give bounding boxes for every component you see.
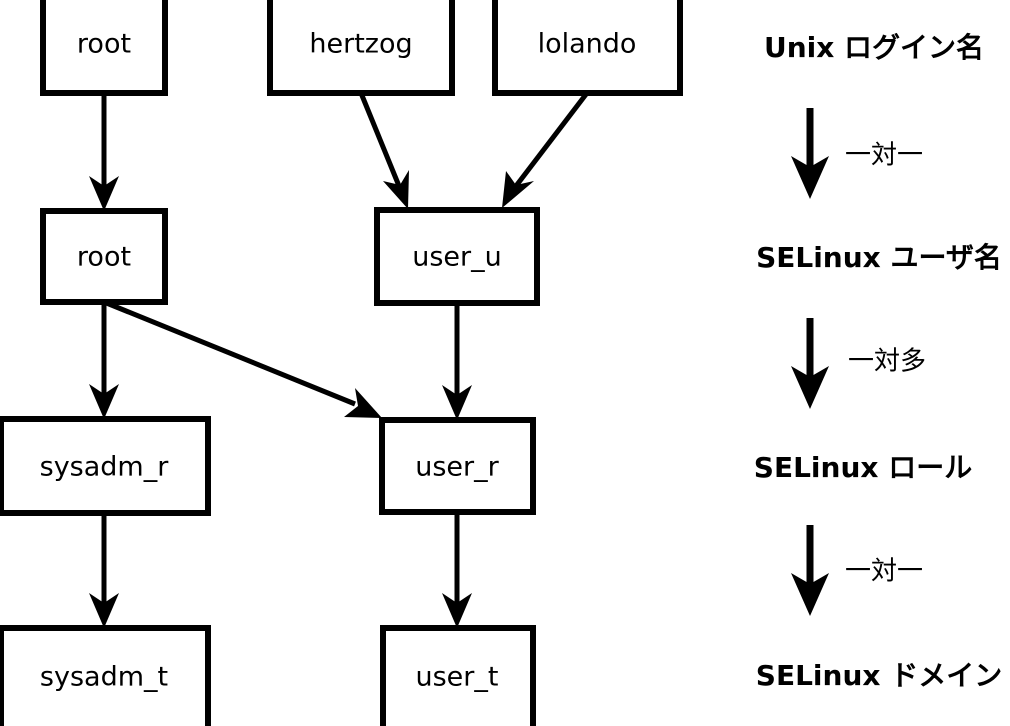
legend-relation-one-to-many: 一対多 (848, 347, 926, 377)
edge-user-r-to-user-t (442, 512, 472, 628)
edge-unix-root-to-seuser-root (89, 93, 119, 211)
legend-relation-one-to-one-top: 一対一 (845, 141, 923, 171)
node-label: sysadm_r (40, 452, 170, 483)
legend-level-unix-login: Unix ログイン名 (764, 31, 984, 64)
node-seuser-user-u[interactable]: user_u (374, 207, 540, 306)
legend-level-selinux-domain: SELinux ドメイン (756, 659, 1002, 692)
edge-sysadm-r-to-sysadm-t (89, 513, 119, 628)
edge-hertzog-to-user-u (358, 92, 409, 209)
legend-arrow-one-to-one-bottom (791, 525, 829, 616)
legend-arrow-one-to-many (791, 318, 829, 409)
node-label: root (77, 242, 131, 273)
legend-arrow-one-to-one-top (791, 108, 829, 199)
node-unix-hertzog[interactable]: hertzog (267, 0, 455, 96)
legend-relation-one-to-one-bottom: 一対一 (845, 557, 923, 587)
node-unix-root[interactable]: root (40, 0, 168, 96)
node-role-sysadm-r[interactable]: sysadm_r (0, 416, 211, 516)
edge-lolando-to-user-u (502, 91, 589, 208)
node-domain-sysadm-t[interactable]: sysadm_t (0, 625, 211, 726)
node-label: user_r (415, 452, 499, 483)
node-label: lolando (538, 29, 637, 60)
node-label: user_u (412, 242, 502, 273)
legend-level-selinux-user: SELinux ユーザ名 (756, 241, 1002, 274)
node-role-user-r[interactable]: user_r (379, 417, 536, 515)
node-label: sysadm_t (40, 662, 168, 693)
node-domain-user-t[interactable]: user_t (380, 625, 536, 726)
edge-seuser-root-to-user-r (103, 299, 382, 418)
edge-user-u-to-user-r (442, 303, 472, 420)
edge-seuser-root-to-sysadm-r (89, 302, 119, 419)
node-seuser-root[interactable]: root (40, 208, 168, 305)
node-label: user_t (416, 662, 499, 693)
legend-level-selinux-role: SELinux ロール (754, 451, 972, 484)
node-label: root (77, 29, 131, 60)
node-unix-lolando[interactable]: lolando (492, 0, 683, 96)
node-label: hertzog (309, 29, 412, 60)
